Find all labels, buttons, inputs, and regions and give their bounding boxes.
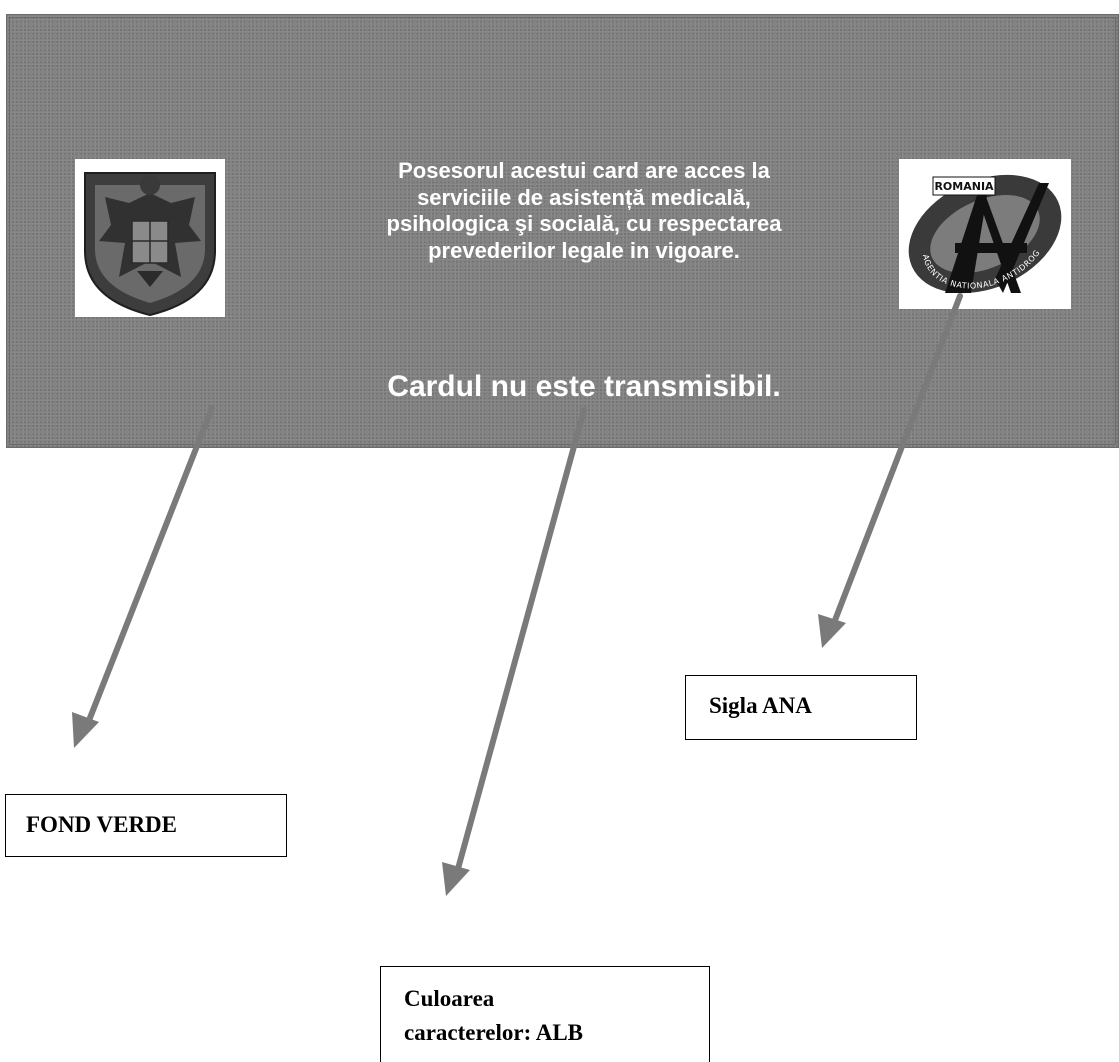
card-access-text: Posesorul acestui card are acces la serv… [286, 158, 882, 264]
arrow-to-fond-verde [83, 405, 215, 731]
sigla-ana-label-box: Sigla ANA [685, 675, 917, 740]
fond-verde-label-box: FOND VERDE [5, 794, 287, 857]
card-text-line: psihologica şi socială, cu respectarea [386, 211, 782, 236]
card-text-line: prevederilor legale in vigoare. [428, 237, 740, 263]
arrow-to-culoarea [453, 407, 587, 879]
fond-verde-label: FOND VERDE [26, 812, 178, 837]
arrowhead-culoarea [442, 862, 470, 896]
card-text-line: Posesorul acestui card are acces la [398, 158, 770, 183]
ana-logo-icon: ROMANIA AGENTIA NATIONALA ANTIDROG [899, 159, 1071, 309]
coat-of-arms-icon [75, 159, 225, 317]
arrowhead-sigla-ana [818, 614, 846, 648]
culoarea-label-line: Culoarea [404, 986, 495, 1011]
culoarea-label-box: Culoarea caracterelor: ALB [380, 966, 710, 1062]
arrow-to-sigla-ana [829, 293, 963, 631]
ana-logo-top-text: ROMANIA [934, 180, 994, 193]
card-preview: Posesorul acestui card are acces la serv… [6, 14, 1119, 448]
culoarea-label-line: caracterelor: ALB [404, 1020, 584, 1045]
arrowhead-fond-verde [72, 712, 99, 748]
card-non-transferable-note: Cardul nu este transmisibil. [387, 370, 781, 403]
sigla-ana-label: Sigla ANA [709, 693, 812, 718]
card-text-line: serviciile de asistență medicală, [417, 184, 751, 210]
